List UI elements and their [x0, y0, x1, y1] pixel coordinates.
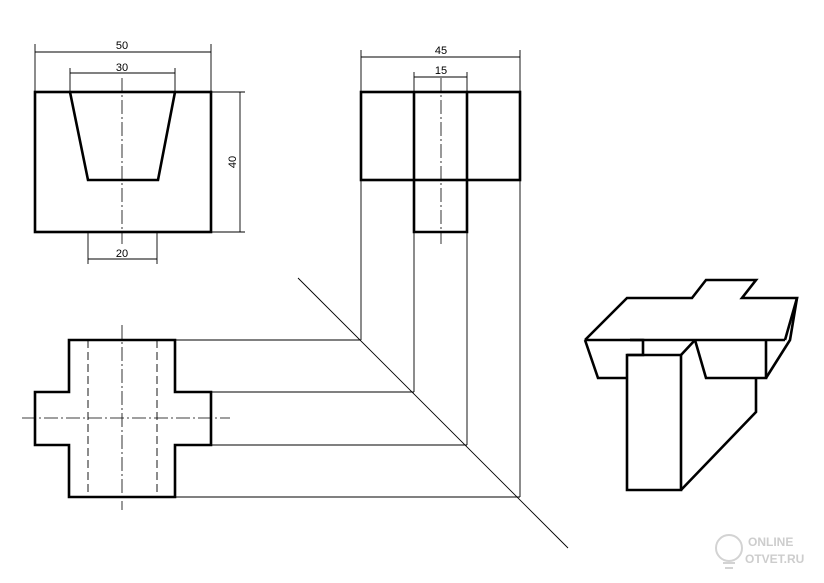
- dim-20-label: 20: [116, 248, 128, 260]
- top-view-cross-outline: [33, 338, 213, 499]
- iso-stem-top-edge: [680, 339, 696, 356]
- iso-right-arm-front: [693, 339, 768, 380]
- side-view: 45 15: [359, 45, 522, 244]
- lightbulb-icon: [715, 534, 743, 569]
- dim-15-label: 15: [435, 65, 447, 77]
- front-view-outline: [33, 90, 213, 234]
- side-view-top-block: [359, 90, 522, 182]
- projection-lines: [175, 180, 569, 549]
- dim-50-label: 50: [116, 40, 128, 52]
- dim-45-label: 45: [435, 45, 447, 57]
- iso-notch: [627, 338, 645, 357]
- isometric-view: [583, 278, 799, 492]
- front-view: 50 30 20 40: [33, 40, 245, 264]
- mitre-line: [297, 277, 569, 549]
- watermark-line1: ONLINE: [748, 535, 793, 549]
- top-view: [22, 325, 230, 510]
- dim-30-label: 30: [116, 62, 128, 74]
- dim-40-label: 40: [227, 156, 239, 168]
- front-view-trapezoid-groove: [68, 91, 177, 182]
- side-view-lower-stem: [412, 180, 469, 234]
- iso-stem-front-face: [625, 353, 683, 492]
- iso-left-arm-front: [583, 339, 627, 380]
- watermark-line2: OTVET.RU: [745, 552, 804, 566]
- iso-top-outline: [584, 278, 799, 341]
- iso-right-arm-side: [764, 297, 799, 379]
- iso-stem-side-face: [680, 378, 758, 491]
- watermark: ONLINE OTVET.RU: [715, 534, 804, 569]
